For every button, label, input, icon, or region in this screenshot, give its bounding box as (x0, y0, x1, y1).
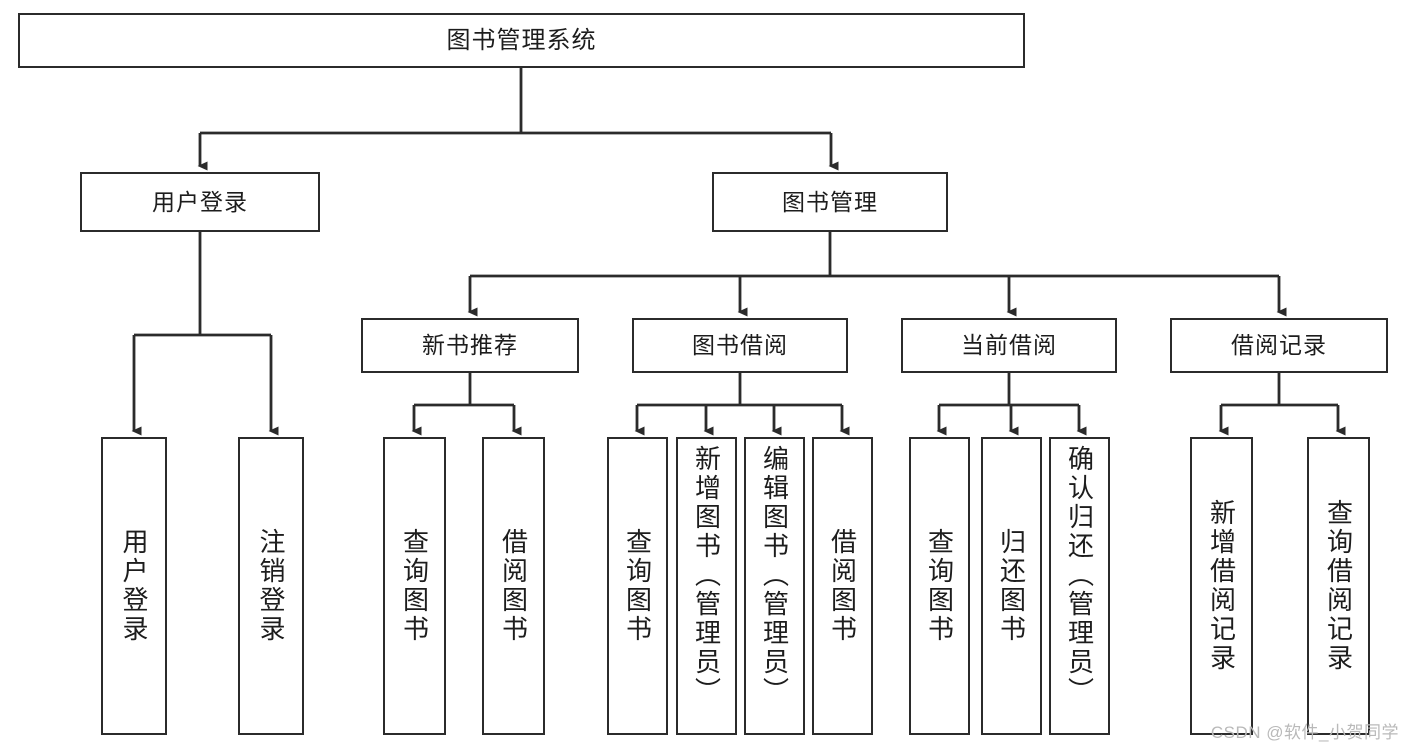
node-user-login[interactable]: 用户登录 (80, 172, 320, 232)
node-book-management[interactable]: 图书管理 (712, 172, 948, 232)
node-leaf-return-book[interactable]: 归还图书 (981, 437, 1042, 735)
node-leaf-add-record[interactable]: 新增借阅记录 (1190, 437, 1253, 735)
node-leaf-logout-label: 注销登录 (256, 528, 286, 644)
node-leaf-query-book-3[interactable]: 查询图书 (909, 437, 970, 735)
node-leaf-borrow-book-1[interactable]: 借阅图书 (482, 437, 545, 735)
node-leaf-add-book-label: 新增图书（管理员） (691, 445, 722, 706)
node-book-borrow-label: 图书借阅 (692, 332, 788, 359)
node-leaf-user-login[interactable]: 用户登录 (101, 437, 167, 735)
node-leaf-borrow-book-2[interactable]: 借阅图书 (812, 437, 873, 735)
node-leaf-confirm-return[interactable]: 确认归还（管理员） (1049, 437, 1110, 735)
node-leaf-add-record-label: 新增借阅记录 (1206, 499, 1237, 673)
node-new-book-recommend[interactable]: 新书推荐 (361, 318, 579, 373)
node-leaf-query-book-2[interactable]: 查询图书 (607, 437, 668, 735)
node-leaf-user-login-label: 用户登录 (119, 528, 149, 644)
node-leaf-borrow-book-1-label: 借阅图书 (498, 528, 529, 644)
node-book-borrow[interactable]: 图书借阅 (632, 318, 848, 373)
node-current-borrow-label: 当前借阅 (961, 332, 1057, 359)
node-leaf-query-record-label: 查询借阅记录 (1323, 499, 1354, 673)
node-borrow-record[interactable]: 借阅记录 (1170, 318, 1388, 373)
node-leaf-confirm-return-label: 确认归还（管理员） (1064, 445, 1095, 706)
node-book-management-label: 图书管理 (782, 188, 878, 215)
node-leaf-edit-book[interactable]: 编辑图书（管理员） (744, 437, 805, 735)
node-leaf-logout[interactable]: 注销登录 (238, 437, 304, 735)
watermark: CSDN @软件_小贺同学 (1210, 723, 1399, 742)
node-leaf-query-book-1[interactable]: 查询图书 (383, 437, 446, 735)
node-leaf-query-book-3-label: 查询图书 (924, 528, 955, 644)
node-leaf-borrow-book-2-label: 借阅图书 (827, 528, 858, 644)
node-current-borrow[interactable]: 当前借阅 (901, 318, 1117, 373)
node-leaf-query-record[interactable]: 查询借阅记录 (1307, 437, 1370, 735)
node-leaf-query-book-2-label: 查询图书 (622, 528, 653, 644)
node-borrow-record-label: 借阅记录 (1231, 332, 1327, 359)
node-leaf-add-book[interactable]: 新增图书（管理员） (676, 437, 737, 735)
node-root[interactable]: 图书管理系统 (18, 13, 1025, 68)
node-root-label: 图书管理系统 (446, 26, 597, 54)
node-leaf-query-book-1-label: 查询图书 (399, 528, 430, 644)
node-leaf-edit-book-label: 编辑图书（管理员） (759, 445, 790, 706)
node-leaf-return-book-label: 归还图书 (996, 528, 1027, 644)
node-new-book-recommend-label: 新书推荐 (422, 332, 518, 359)
node-user-login-label: 用户登录 (152, 188, 248, 215)
